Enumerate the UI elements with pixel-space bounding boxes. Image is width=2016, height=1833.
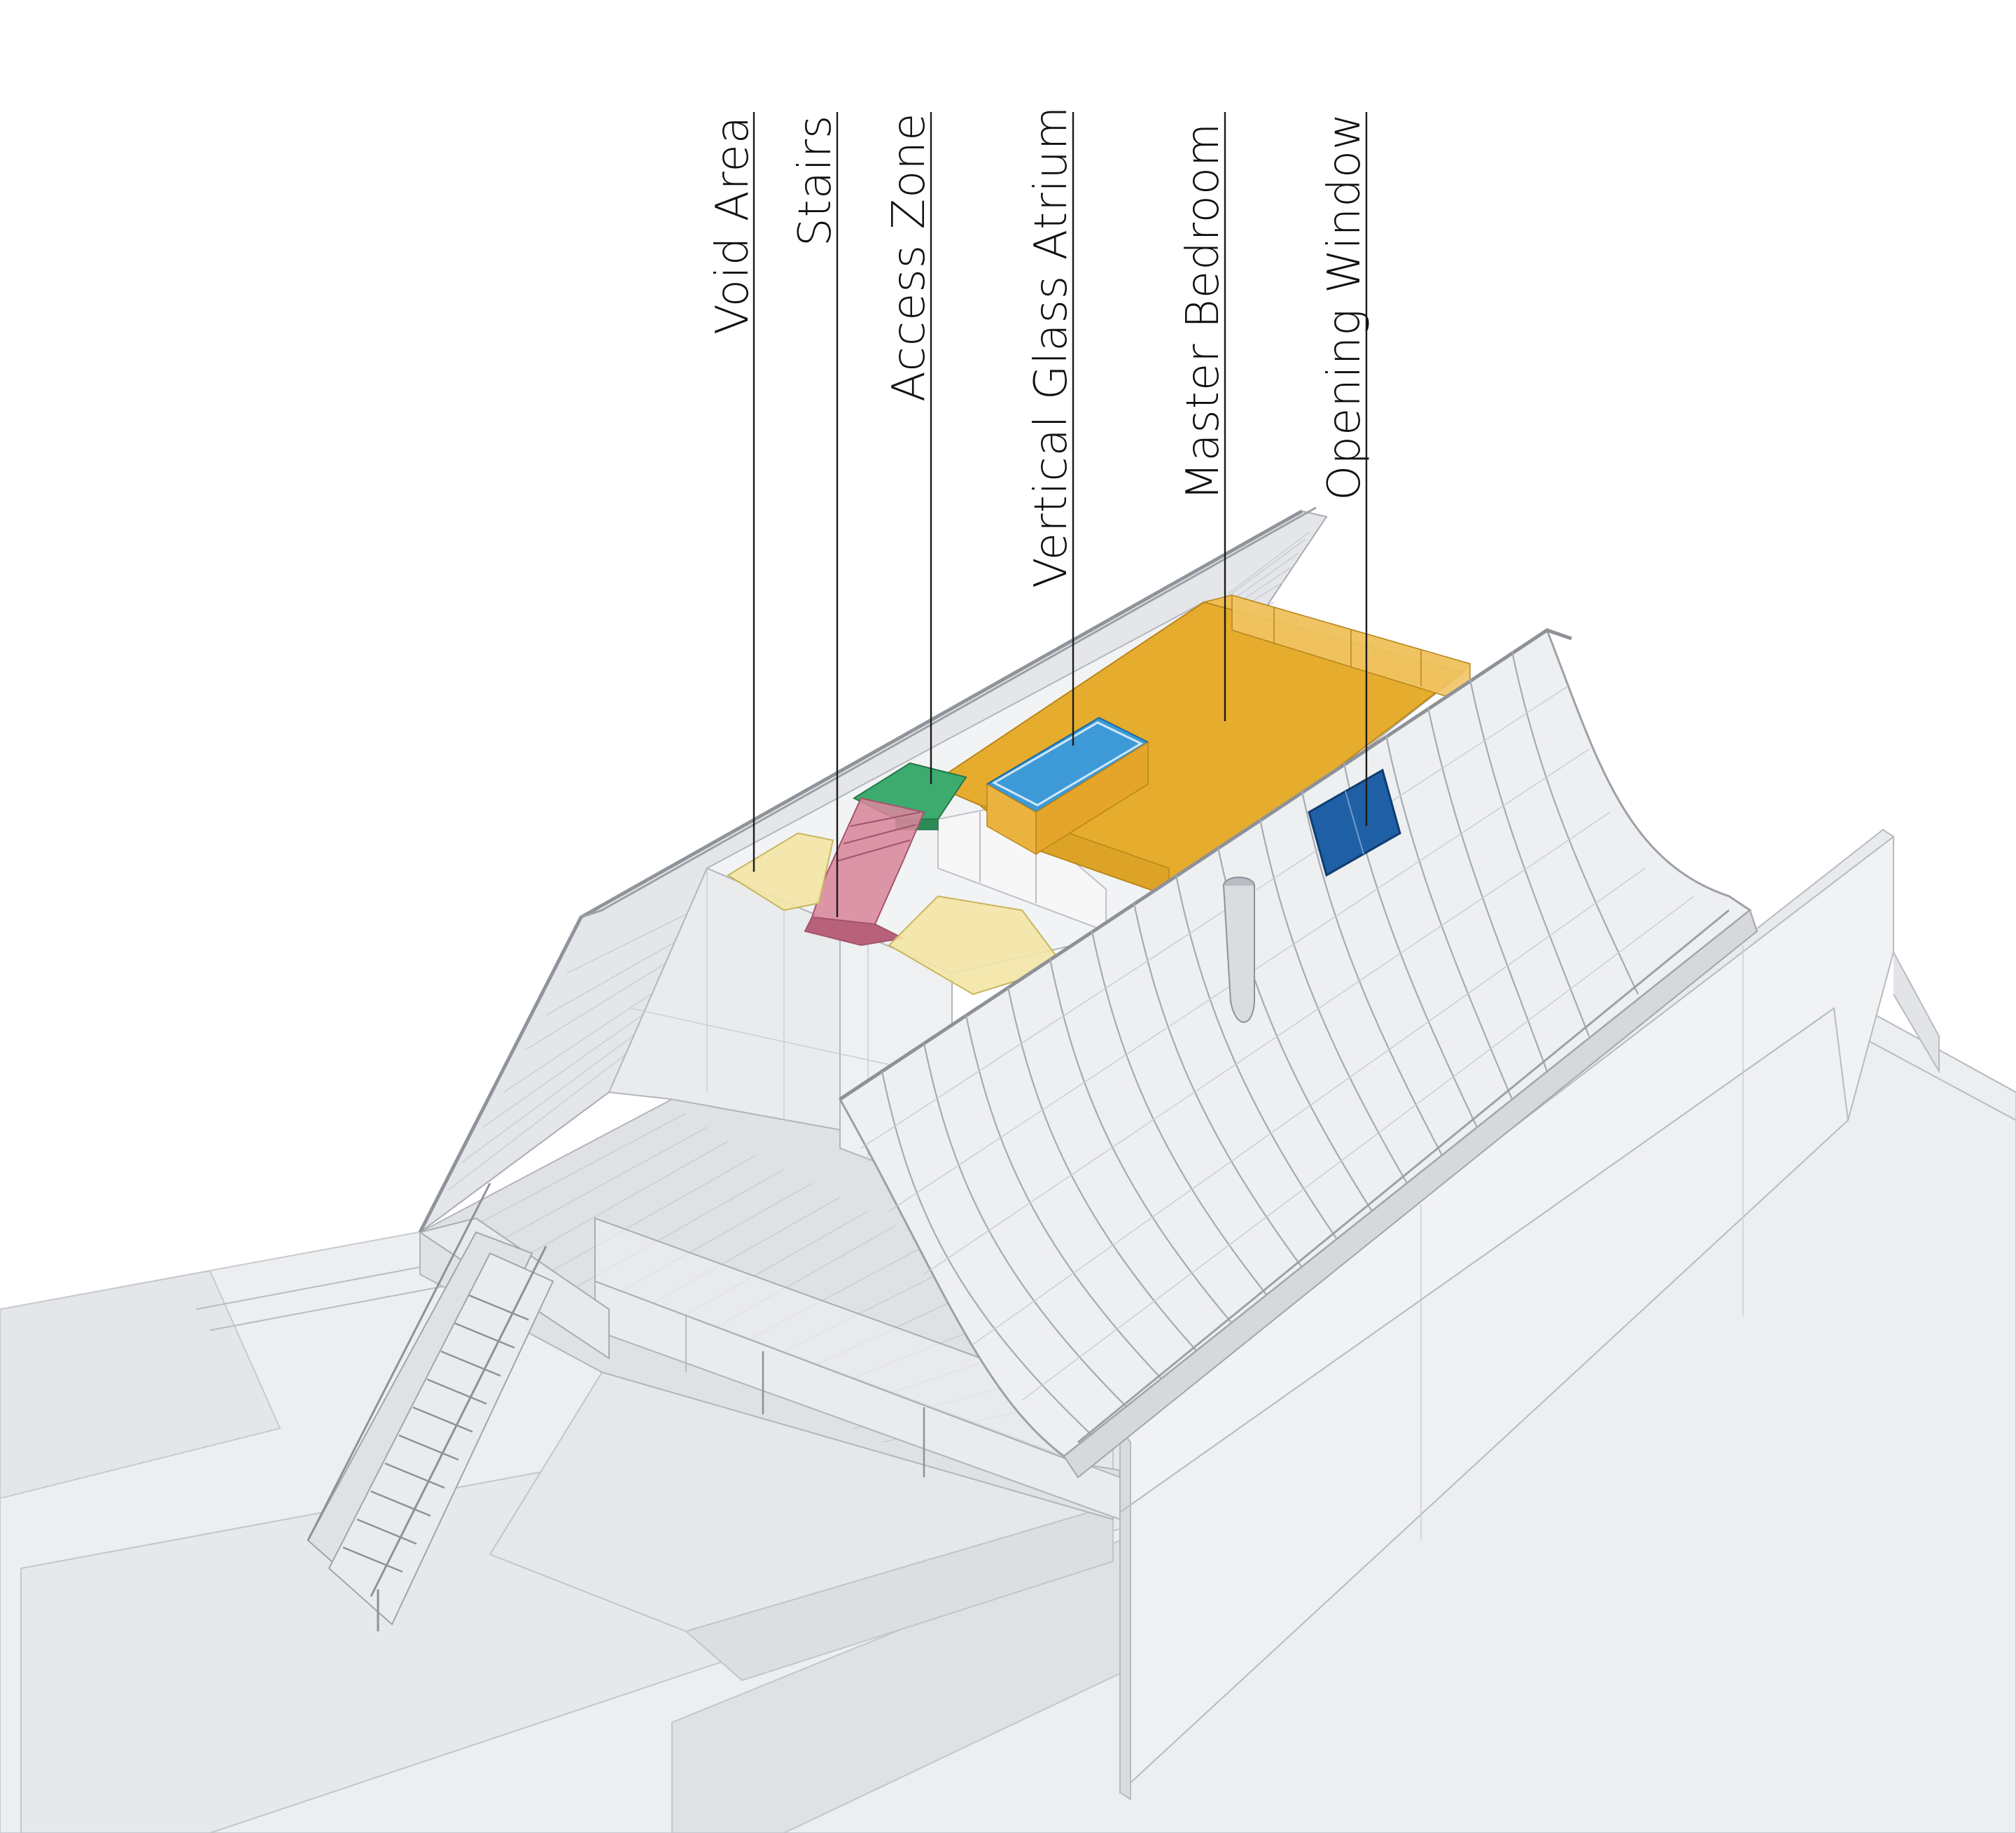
label-master-bedroom: Master Bedroom xyxy=(1177,123,1229,501)
roof-seams xyxy=(860,685,1695,1401)
label-stairs: Stairs xyxy=(790,115,841,246)
curved-roof-shell xyxy=(839,628,1758,1479)
label-void-area: Void Area xyxy=(707,116,759,335)
deck xyxy=(419,1098,1121,1521)
opening-window-zone xyxy=(1308,768,1401,877)
vertical-glass-atrium-zone xyxy=(986,716,1150,856)
void-area-zone xyxy=(727,832,1065,996)
stair-treads xyxy=(342,1294,529,1573)
stairs-zone xyxy=(804,797,925,947)
label-vertical-glass-atrium: Vertical Glass Atrium xyxy=(1026,106,1077,588)
roof-ribs xyxy=(881,650,1639,1436)
flue-pipe xyxy=(1223,877,1255,1023)
exterior-stair xyxy=(307,1183,610,1631)
label-opening-window: Opening Window xyxy=(1319,113,1371,501)
leader-lines xyxy=(752,112,1368,917)
callout-labels: Void Area Stairs Access Zone Vertical Gl… xyxy=(707,106,1371,588)
side-retaining-wall xyxy=(1119,828,1940,1801)
label-access-zone: Access Zone xyxy=(883,113,935,402)
